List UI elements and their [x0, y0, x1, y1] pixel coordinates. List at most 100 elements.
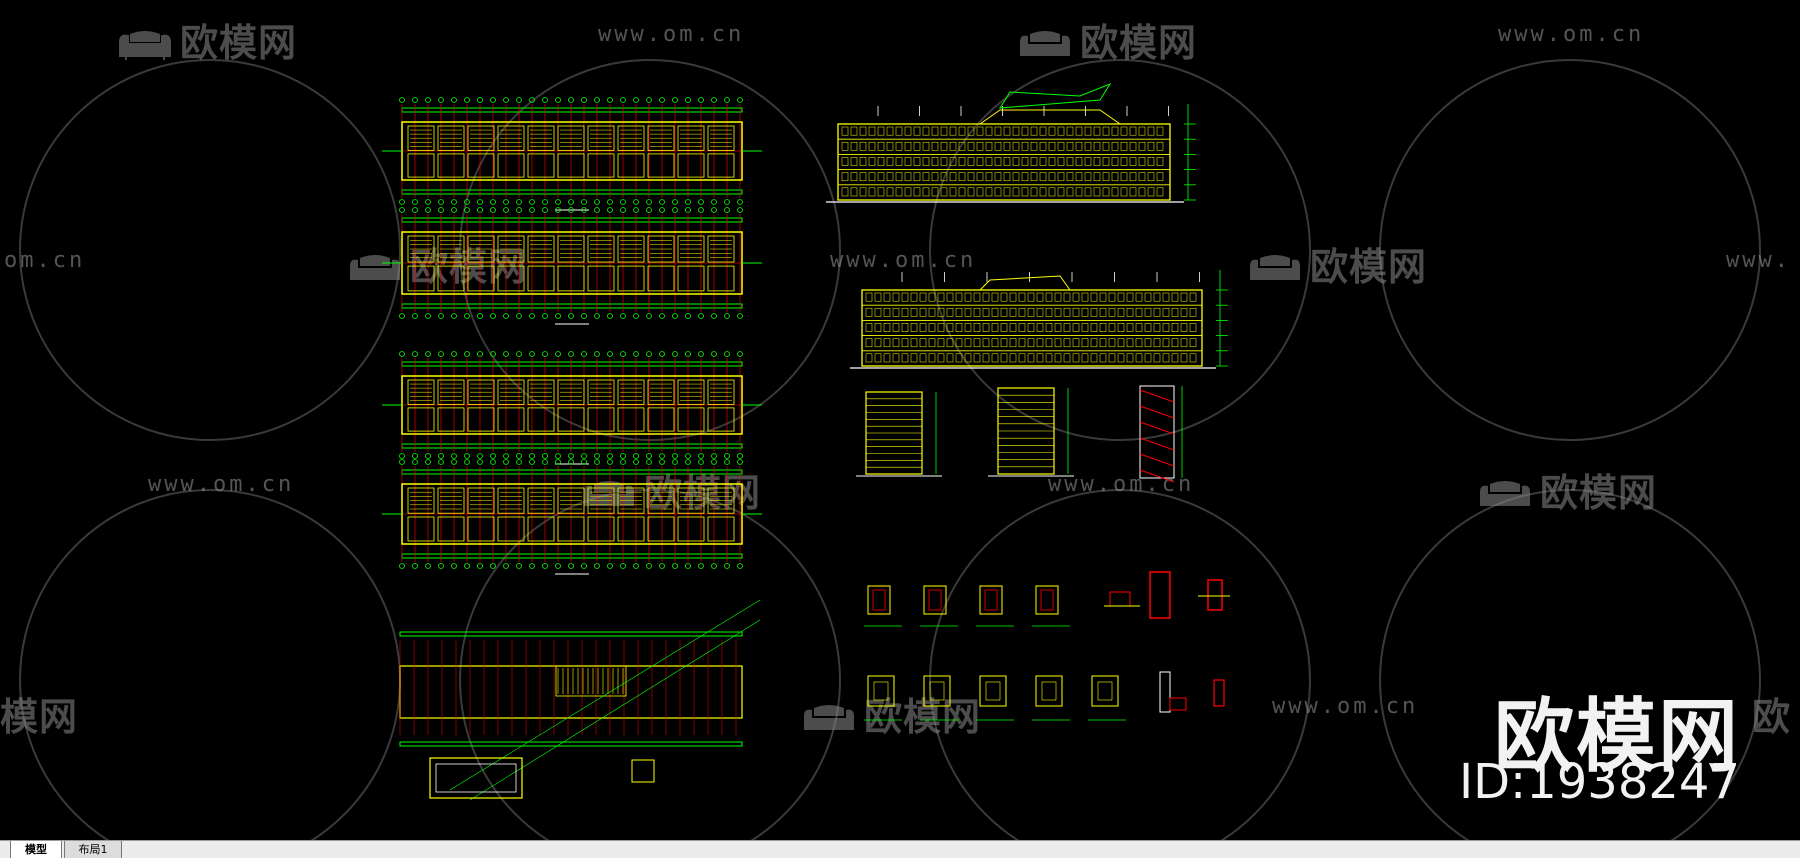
grid-bubble [672, 313, 678, 319]
window [1012, 126, 1020, 136]
window [886, 157, 894, 166]
window [1171, 307, 1179, 317]
grid-bubble [646, 453, 652, 459]
window [868, 141, 876, 151]
window [1144, 338, 1152, 348]
tab-layout1[interactable]: 布局1 [64, 841, 122, 858]
window [850, 187, 858, 197]
cad-line [1139, 421, 1175, 435]
window [1063, 338, 1071, 348]
window [1000, 307, 1008, 317]
window [1162, 323, 1170, 332]
window [1189, 338, 1197, 348]
window [976, 187, 984, 197]
window [1012, 157, 1020, 166]
floor-plan-3 [401, 443, 743, 449]
grid-bubble [425, 453, 431, 459]
room [617, 487, 645, 514]
window [940, 157, 948, 166]
window [865, 323, 873, 332]
grid-bubble [646, 313, 652, 319]
window [973, 338, 981, 348]
window [1021, 172, 1029, 182]
window [1045, 353, 1053, 363]
window [1057, 172, 1065, 182]
detail [979, 585, 1003, 615]
drawing-canvas[interactable]: 欧模网 www.om.cn 欧模网 www.om.cn om.cn 欧模网 ww… [0, 0, 1800, 840]
window [994, 157, 1002, 166]
window [973, 353, 981, 363]
room [527, 125, 555, 151]
watermark-brand-partial: 模网 [0, 695, 79, 739]
window [1117, 338, 1125, 348]
window [985, 126, 993, 136]
grid-bubble [659, 97, 665, 103]
grid-bubble [724, 199, 730, 205]
window [1012, 141, 1020, 151]
grid-bubble [425, 207, 431, 213]
window [901, 307, 909, 317]
grid-bubble [399, 97, 405, 103]
room [647, 153, 675, 178]
grid-bubble [607, 351, 613, 357]
room [587, 379, 615, 405]
window [985, 187, 993, 197]
window [859, 126, 867, 136]
window [1093, 141, 1101, 151]
window [901, 292, 909, 302]
grid-bubble [503, 453, 509, 459]
window [1171, 338, 1179, 348]
window [841, 187, 849, 197]
window [877, 141, 885, 151]
tab-model[interactable]: 模型 [10, 841, 62, 858]
window [1093, 157, 1101, 166]
watermark-url: www.om.cn [148, 472, 295, 497]
window [1135, 353, 1143, 363]
grid-bubble [425, 313, 431, 319]
grid-bubble [503, 563, 509, 569]
grid-bubble [620, 563, 626, 569]
room [467, 265, 495, 292]
grid-bubble [568, 351, 574, 357]
window [991, 353, 999, 363]
room [587, 235, 615, 263]
grid-bubble [425, 97, 431, 103]
window [1126, 353, 1134, 363]
cad-drawings [382, 82, 1230, 801]
window [1072, 307, 1080, 317]
grid-bubble [698, 453, 704, 459]
roof-plan-dim [399, 631, 743, 637]
window [877, 126, 885, 136]
room [707, 379, 735, 405]
window [958, 126, 966, 136]
room [617, 407, 645, 432]
window [931, 157, 939, 166]
grid-bubble [425, 563, 431, 569]
grid-bubble [464, 459, 470, 465]
window [913, 157, 921, 166]
grid-bubble [451, 199, 457, 205]
window [850, 157, 858, 166]
room [677, 125, 705, 151]
window [1018, 323, 1026, 332]
room [497, 265, 525, 292]
room [407, 516, 435, 542]
grid-bubble [581, 199, 587, 205]
window [1180, 323, 1188, 332]
watermark-brand: 欧模网 [580, 462, 761, 517]
grid-bubble [659, 351, 665, 357]
grid-bubble [490, 313, 496, 319]
grid-bubble [529, 313, 535, 319]
window [976, 172, 984, 182]
room [407, 265, 435, 292]
window [922, 187, 930, 197]
window [958, 141, 966, 151]
grid-bubble [490, 453, 496, 459]
sill-detail [1169, 697, 1187, 711]
window [1171, 292, 1179, 302]
window [1102, 157, 1110, 166]
grid-bubble [451, 97, 457, 103]
window [1144, 307, 1152, 317]
window [1063, 292, 1071, 302]
grid-bubble [672, 351, 678, 357]
